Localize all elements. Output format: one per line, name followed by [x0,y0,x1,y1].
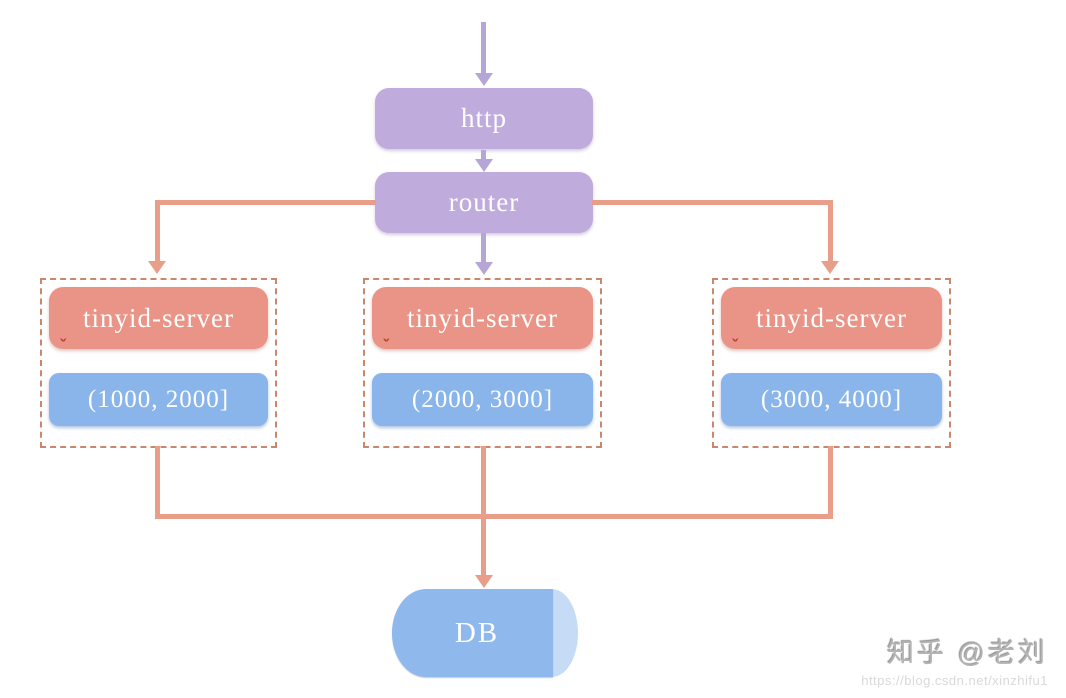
node-router-label: router [448,187,520,217]
connector-top-entry [481,22,486,75]
watermark: 知乎 @老刘 https://blog.csdn.net/xinzhifu1 [861,631,1048,688]
arrowhead-into-router [475,159,493,172]
node-tinyid-server-1-label: tinyid-server [83,302,234,333]
node-db: DB [392,589,578,677]
arrowhead-into-server-3 [821,261,839,274]
range-badge-2: (2000, 3000] [372,373,593,426]
range-badge-1: (1000, 2000] [49,373,268,426]
connector-http-router [481,150,486,161]
node-tinyid-server-1: tinyid-server ˇ [49,287,268,356]
node-http-label: http [460,103,507,133]
spellcheck-mark: ˇ [731,337,741,357]
range-badge-3: (3000, 4000] [721,373,942,426]
spellcheck-mark: ˇ [59,337,69,357]
spellcheck-mark: ˇ [382,337,392,357]
connector-server1-bus [155,446,160,519]
connector-router-left-h [155,200,376,205]
db-cylinder-body [392,589,553,677]
node-tinyid-server-3-label: tinyid-server [756,302,907,333]
server-group-1: tinyid-server ˇ (1000, 2000] [40,278,277,448]
connector-router-middle [481,233,486,263]
connector-server2-db [481,446,486,577]
watermark-url: https://blog.csdn.net/xinzhifu1 [861,673,1048,688]
connector-router-left-v [155,200,160,262]
node-db-label: DB [454,616,500,649]
server-group-2: tinyid-server ˇ (2000, 3000] [363,278,602,448]
node-tinyid-server-3: tinyid-server ˇ [721,287,942,356]
arrowhead-into-server-2 [475,262,493,275]
range-badge-2-label: (2000, 3000] [411,385,554,413]
range-badge-3-label: (3000, 4000] [760,385,903,413]
arrowhead-into-http [475,73,493,86]
connector-router-right-h [592,200,833,205]
node-tinyid-server-2: tinyid-server ˇ [372,287,593,356]
node-http: http [375,88,593,149]
server-group-3: tinyid-server ˇ (3000, 4000] [712,278,951,448]
arrowhead-into-server-1 [148,261,166,274]
connector-bus-horizontal [155,514,833,519]
node-router: router [375,172,593,233]
node-tinyid-server-2-label: tinyid-server [407,302,558,333]
range-badge-1-label: (1000, 2000] [87,385,230,413]
connector-server3-bus [828,446,833,519]
connector-router-right-v [828,200,833,262]
arrowhead-into-db [475,575,493,588]
watermark-site: 知乎 @老刘 [887,638,1048,668]
